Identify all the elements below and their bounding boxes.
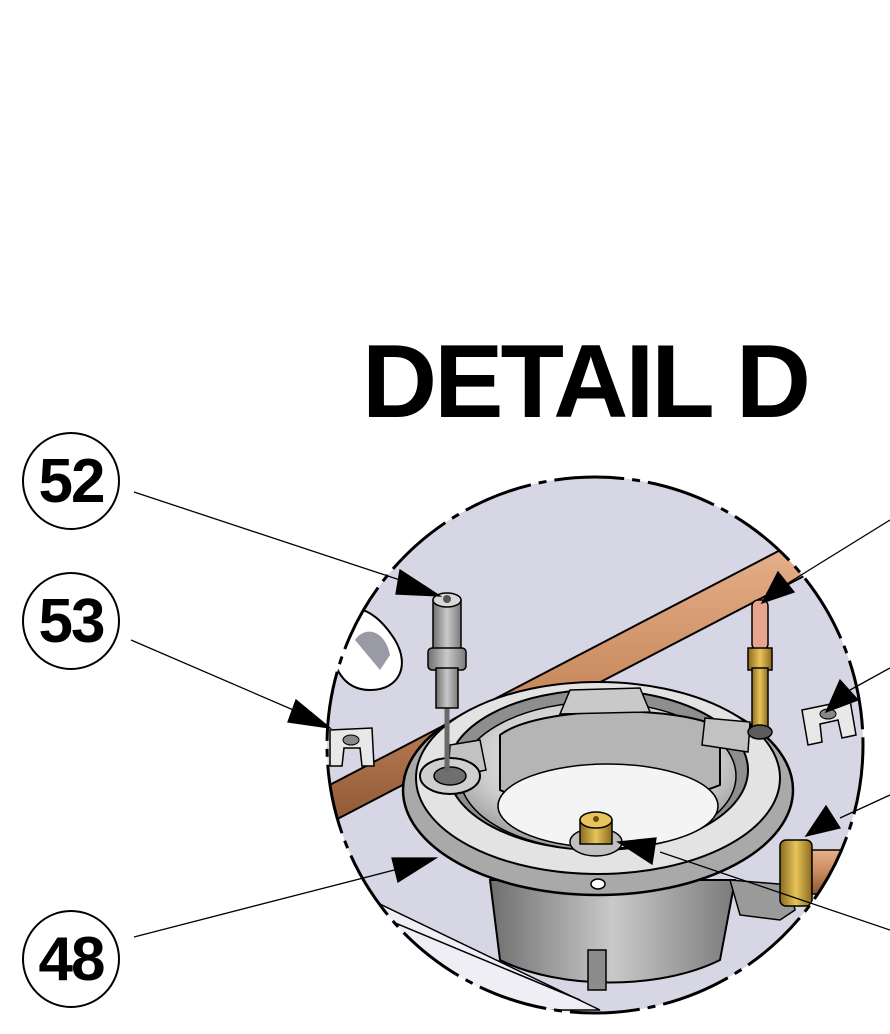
injector (569, 811, 623, 857)
burner-body (488, 879, 796, 991)
detail-view (327, 477, 863, 1013)
detail-boundary (325, 475, 865, 1015)
callout-48: 48 (22, 910, 120, 1008)
leader-lines (130, 491, 890, 938)
gas-fitting (779, 839, 863, 907)
retaining-clip-left (329, 727, 375, 767)
callout-52: 52 (22, 432, 120, 530)
retaining-clip-right (801, 699, 857, 746)
ignition-electrode (427, 592, 467, 772)
thermocouple (747, 599, 773, 740)
callout-53: 53 (22, 572, 120, 670)
panel-shadow (355, 631, 390, 670)
detail-title: DETAIL D (362, 324, 811, 440)
